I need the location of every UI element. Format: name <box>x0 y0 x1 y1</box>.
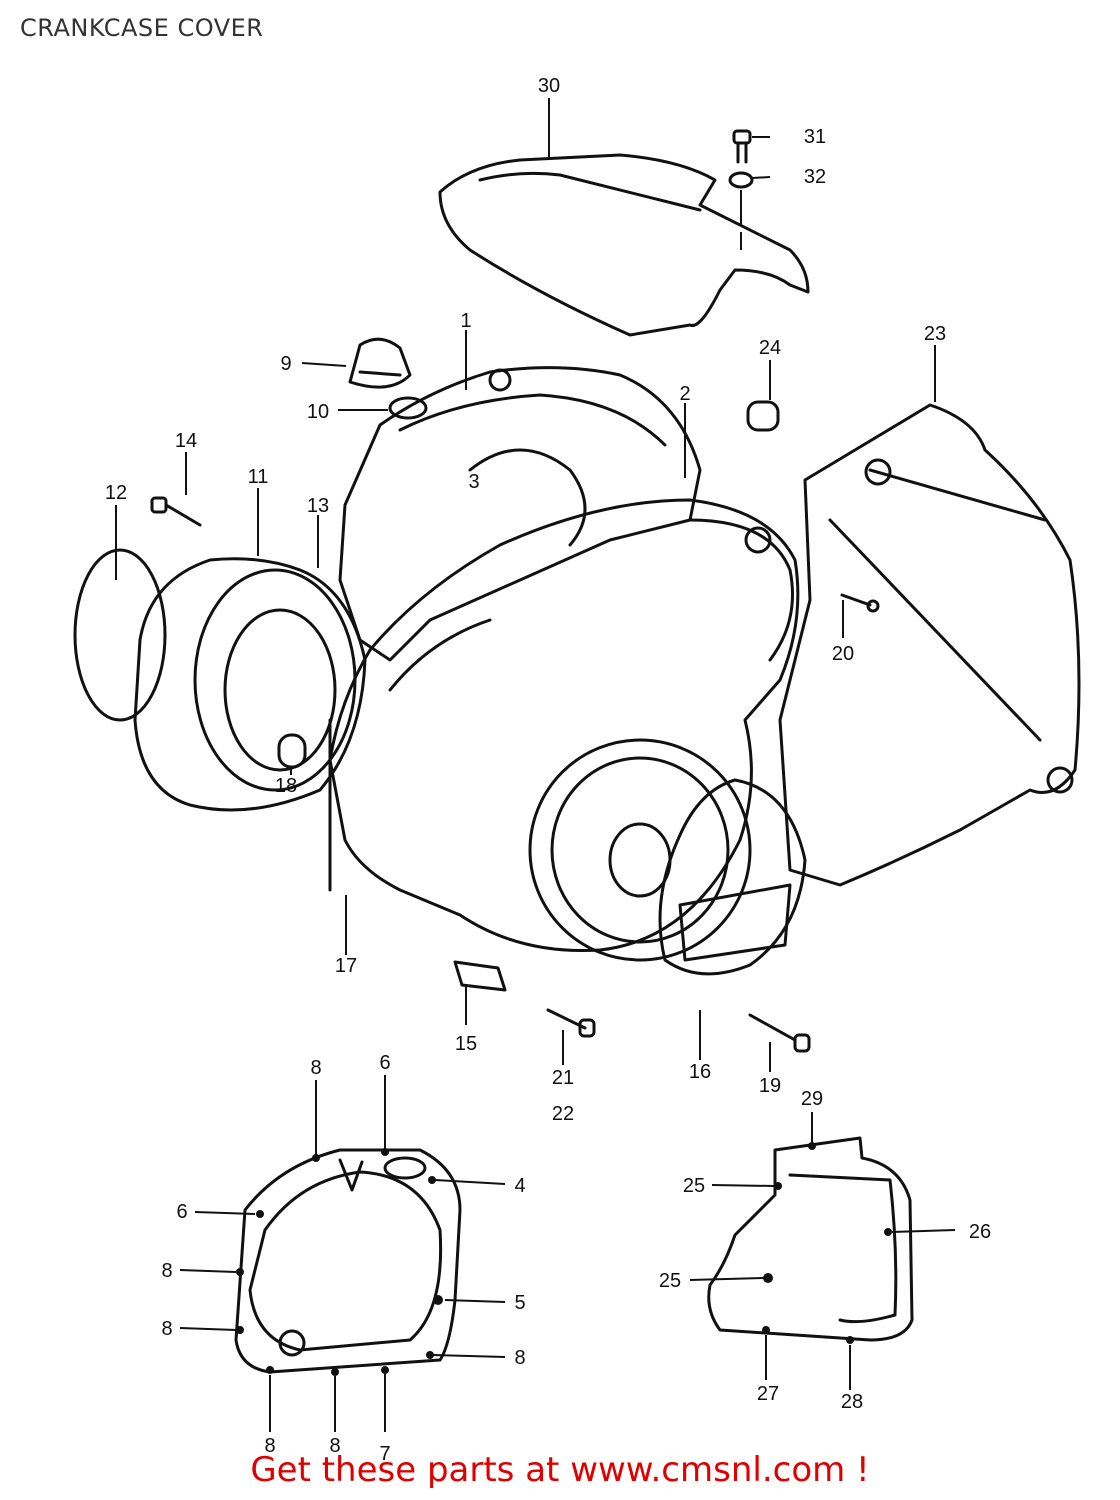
footer-link[interactable]: www.cmsnl.com <box>570 1450 846 1490</box>
callout-23: 23 <box>924 323 946 345</box>
callout-28: 28 <box>841 1391 863 1413</box>
footer-link-banner[interactable]: Get these parts at www.cmsnl.com ! <box>0 1450 1120 1490</box>
callout-4: 4 <box>514 1175 525 1197</box>
callout-26: 26 <box>969 1221 991 1243</box>
callout-9: 9 <box>280 353 291 375</box>
top-cover-part <box>438 153 810 337</box>
callout-32: 32 <box>804 166 826 188</box>
callout-15: 15 <box>455 1033 477 1055</box>
callout-19: 19 <box>759 1075 781 1097</box>
callout-8: 8 <box>514 1347 525 1369</box>
callout-2: 2 <box>679 383 690 405</box>
callout-11: 11 <box>248 466 269 488</box>
callout-8: 8 <box>329 1435 340 1457</box>
dowel-24-part <box>746 400 780 432</box>
callout-8: 8 <box>264 1435 275 1457</box>
callout-3: 3 <box>468 471 479 493</box>
callout-10: 10 <box>307 401 329 423</box>
callout-22: 22 <box>552 1103 574 1125</box>
fitting-15-part <box>453 960 507 992</box>
callout-6: 6 <box>379 1052 390 1074</box>
callout-16: 16 <box>689 1061 711 1083</box>
callout-14: 14 <box>175 430 197 452</box>
bolt-21-part <box>546 1008 596 1038</box>
callout-labels: 30 31 32 1 2 3 9 10 11 12 13 14 15 16 17… <box>105 75 991 1465</box>
o-ring-part <box>388 396 428 420</box>
callout-17: 17 <box>335 955 357 977</box>
callout-24: 24 <box>759 337 781 359</box>
cover-plate-part <box>658 778 807 976</box>
callout-13: 13 <box>307 495 329 517</box>
gasket-left-part <box>234 1148 462 1374</box>
callout-21: 21 <box>552 1067 574 1089</box>
callout-8: 8 <box>161 1260 172 1282</box>
callout-20: 20 <box>832 643 854 665</box>
leader-lines <box>115 98 956 1432</box>
callout-25: 25 <box>659 1270 681 1292</box>
callout-7: 7 <box>379 1443 390 1465</box>
callout-29: 29 <box>801 1088 823 1110</box>
gasket-holes <box>236 1142 892 1376</box>
callout-5: 5 <box>514 1292 525 1314</box>
callout-8: 8 <box>310 1057 321 1079</box>
filler-cap-part <box>348 337 412 389</box>
callout-30: 30 <box>538 75 560 97</box>
callout-1: 1 <box>460 310 471 332</box>
callout-8: 8 <box>161 1318 172 1340</box>
bolt-14-part <box>150 496 202 527</box>
page-title: CRANKCASE COVER <box>20 14 264 42</box>
gasket-right-part <box>707 1136 914 1342</box>
callout-25: 25 <box>683 1175 705 1197</box>
footer-prefix: Get these parts at <box>250 1450 571 1490</box>
callout-6: 6 <box>176 1201 187 1223</box>
right-engine-cover <box>778 403 1081 887</box>
callout-31: 31 <box>804 126 826 148</box>
washer-32-part <box>728 171 754 189</box>
callout-18: 18 <box>275 775 297 797</box>
footer-suffix: ! <box>845 1450 870 1490</box>
bolt-20-part <box>840 593 880 613</box>
coil-housing-part <box>133 557 367 812</box>
generator-cover-part <box>328 498 800 962</box>
o-ring-12-part <box>73 548 167 722</box>
bolt-31-part <box>732 129 752 164</box>
callout-27: 27 <box>757 1383 779 1405</box>
crankcase-cover-body <box>338 366 702 662</box>
bolt-19-part <box>748 1013 811 1053</box>
callout-12: 12 <box>105 482 127 504</box>
